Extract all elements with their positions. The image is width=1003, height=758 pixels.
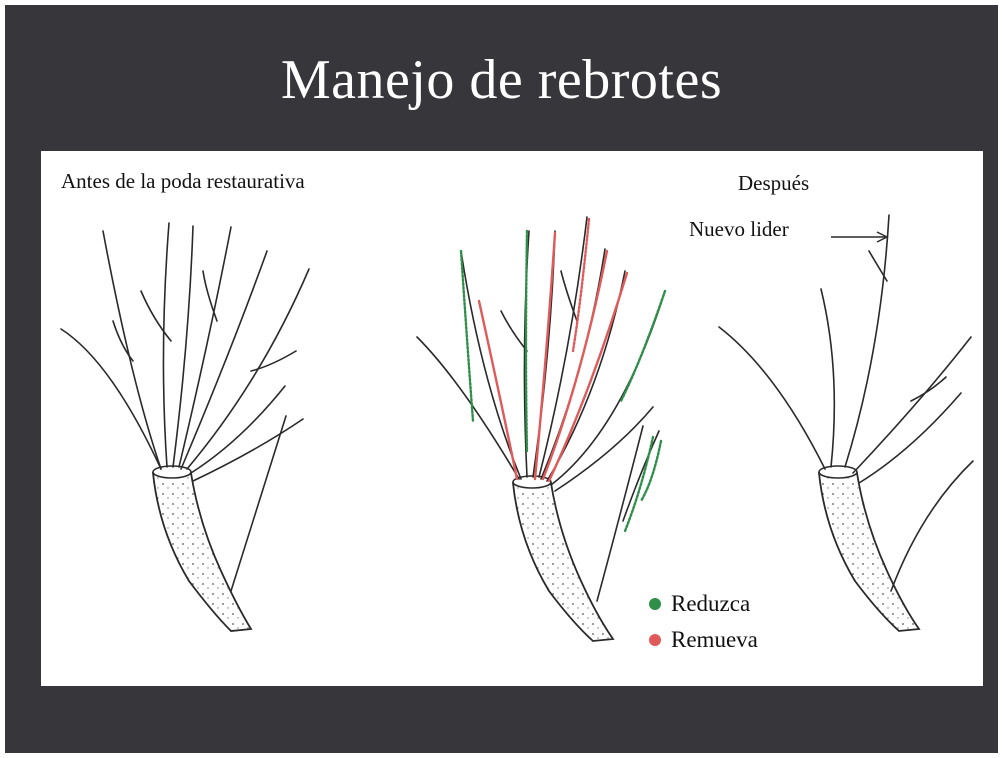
before-pruning-label: Antes de la poda restaurativa	[61, 169, 305, 193]
tree-marked	[416, 216, 666, 642]
legend-remove: Remueva	[649, 627, 758, 653]
new-leader-branch	[844, 214, 890, 468]
trunk-marked	[512, 482, 615, 642]
after-label: Después	[738, 171, 810, 195]
red-dot-icon	[649, 634, 661, 646]
tree-before	[60, 222, 310, 632]
cut-stump-before	[152, 465, 192, 479]
trunk-before	[152, 472, 253, 632]
legend-reduce-label: Reduzca	[671, 591, 751, 616]
new-leader-label: Nuevo lider	[689, 217, 789, 241]
legend-reduce: Reduzca	[649, 591, 750, 617]
new-leader-arrow	[831, 231, 889, 243]
green-dot-icon	[649, 598, 661, 610]
slide-title: Manejo de rebrotes	[280, 49, 723, 111]
trunk-after	[818, 472, 921, 632]
tree-after	[718, 214, 974, 632]
pruning-diagram	[60, 214, 974, 642]
pruning-diagram-panel: Antes de la poda restaurativa Después Nu…	[41, 151, 983, 686]
remove-marks	[477, 217, 629, 483]
reduce-marks	[459, 229, 667, 533]
legend-remove-label: Remueva	[671, 627, 758, 652]
cut-stump-after	[818, 465, 858, 479]
slide: Manejo de rebrotes	[5, 5, 998, 753]
